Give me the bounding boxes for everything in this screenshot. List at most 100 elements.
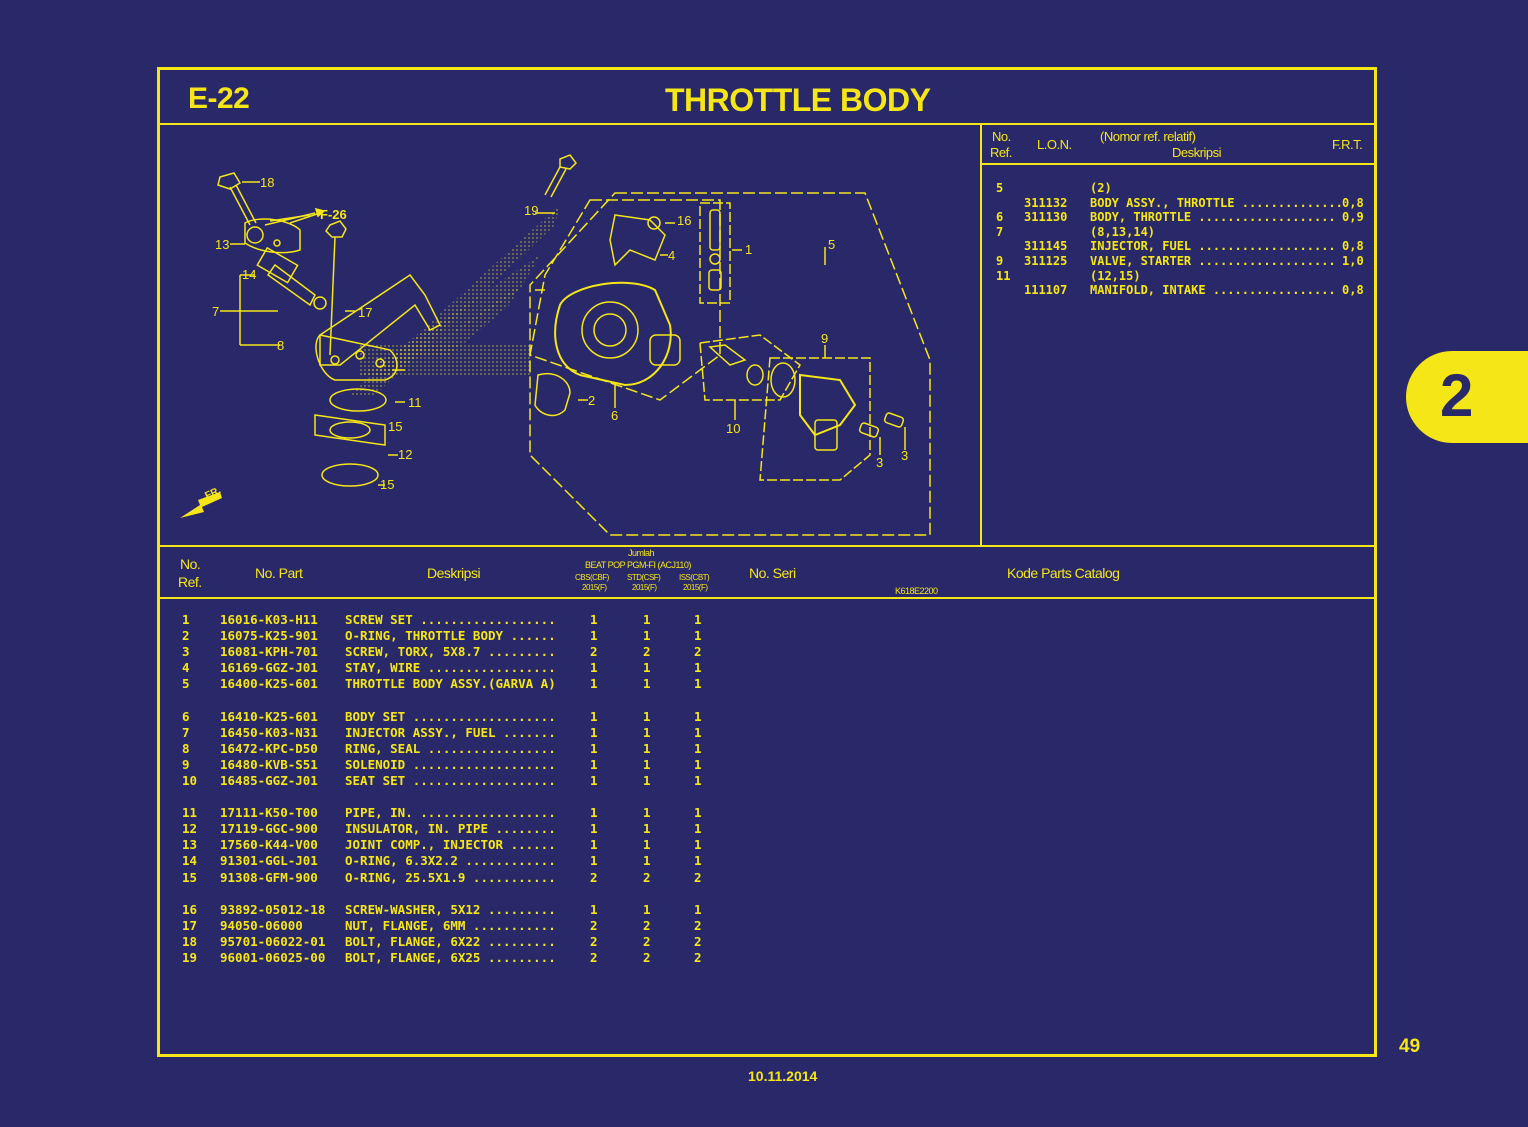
qty-cbs: 2 — [590, 933, 598, 949]
header-qty-col-2: STD(CSF) — [627, 573, 661, 582]
frt-desc: BODY, THROTTLE ................... — [1090, 210, 1336, 225]
frt-row: 7(8,13,14) — [982, 225, 1374, 240]
section-tab-number: 2 — [1440, 362, 1474, 429]
page-title: THROTTLE BODY — [665, 82, 931, 118]
frt-desc: (12,15) — [1090, 268, 1141, 283]
header-divider — [160, 597, 1374, 599]
qty-iss: 1 — [694, 901, 702, 917]
frt-header-lon: L.O.N. — [1037, 137, 1072, 152]
header-qty-year-3: 2015(F) — [683, 583, 708, 592]
part-description: BOLT, FLANGE, 6X25 ......... — [345, 949, 556, 965]
part-number: 94050-06000 — [220, 917, 303, 933]
part-number: 91301-GGL-J01 — [220, 853, 318, 869]
qty-iss: 2 — [694, 917, 702, 933]
qty-std: 1 — [643, 772, 651, 788]
part-description: RING, SEAL ................. — [345, 740, 556, 756]
part-number: 16081-KPH-701 — [220, 644, 318, 660]
qty-cbs: 1 — [590, 628, 598, 644]
part-number: 16485-GGZ-J01 — [220, 772, 318, 788]
qty-iss: 1 — [694, 708, 702, 724]
frt-lon: 311130 — [1024, 210, 1068, 225]
qty-iss: 1 — [694, 628, 702, 644]
callout-18: 18 — [260, 175, 275, 190]
frt-value: 1,0 — [1342, 253, 1364, 268]
header-description: Deskripsi — [427, 565, 481, 581]
throttle-body-diagram-icon — [180, 154, 931, 536]
part-description: O-RING, THROTTLE BODY ...... — [345, 628, 556, 644]
callout-19: 19 — [524, 203, 539, 218]
ref-number: 10 — [182, 772, 198, 788]
qty-iss: 2 — [694, 949, 702, 965]
header-qty-year-1: 2015(F) — [582, 583, 607, 592]
qty-cbs: 1 — [590, 612, 598, 627]
qty-std: 2 — [643, 949, 651, 965]
diagram-image-code: K618E2200 — [895, 586, 938, 596]
header-part-no: No. Part — [255, 565, 303, 581]
ref-number: 2 — [182, 628, 190, 644]
group-spacer — [160, 886, 1374, 902]
callout-3: 3 — [876, 455, 884, 470]
qty-cbs: 1 — [590, 724, 598, 740]
callout-12: 12 — [398, 447, 413, 462]
qty-cbs: 1 — [590, 660, 598, 676]
qty-std: 2 — [643, 644, 651, 660]
qty-iss: 1 — [694, 805, 702, 821]
frt-desc: (2) — [1090, 181, 1112, 195]
header-qty-col-1: CBS(CBF) — [575, 573, 609, 582]
qty-std: 1 — [643, 821, 651, 837]
group-spacer — [160, 789, 1374, 805]
header-no: No. — [180, 556, 201, 572]
callout-2: 2 — [588, 393, 596, 408]
qty-cbs: 1 — [590, 756, 598, 772]
part-description: O-RING, 6.3X2.2 ............ — [345, 853, 556, 869]
ref-number: 15 — [182, 869, 198, 885]
part-description: INSULATOR, IN. PIPE ........ — [345, 821, 556, 837]
part-number: 96001-06025-00 — [220, 949, 326, 965]
group-spacer — [160, 692, 1374, 708]
ref-number: 11 — [182, 805, 198, 821]
vertical-divider — [980, 125, 982, 545]
frt-lon: 311145 — [1024, 239, 1068, 254]
ref-number: 9 — [182, 756, 190, 772]
qty-iss: 2 — [694, 644, 702, 660]
part-description: SCREW-WASHER, 5X12 ......... — [345, 901, 556, 917]
qty-iss: 1 — [694, 772, 702, 788]
ref-number: 1 — [182, 612, 190, 627]
section-tab[interactable]: 2 — [1406, 351, 1528, 443]
ref-number: 4 — [182, 660, 190, 676]
part-description: SEAT SET ................... — [345, 772, 556, 788]
part-description: STAY, WIRE ................. — [345, 660, 556, 676]
section-code: E-22 — [188, 82, 250, 115]
qty-std: 1 — [643, 901, 651, 917]
frt-ref: 11 — [996, 268, 1011, 283]
part-description: SOLENOID ................... — [345, 756, 556, 772]
ref-number: 12 — [182, 821, 198, 837]
frt-ref: 9 — [996, 253, 1004, 268]
ref-number: 13 — [182, 837, 198, 853]
qty-cbs: 2 — [590, 869, 598, 885]
qty-cbs: 1 — [590, 901, 598, 917]
frt-header-desc-sub: (Nomor ref. relatif) — [1100, 129, 1196, 144]
qty-iss: 2 — [694, 933, 702, 949]
ref-number: 16 — [182, 901, 198, 917]
frt-table: No. Ref. L.O.N. (Nomor ref. relatif) Des… — [982, 125, 1374, 545]
part-number: 16075-K25-901 — [220, 628, 318, 644]
part-number: 16480-KVB-S51 — [220, 756, 318, 772]
callout-14: 14 — [242, 267, 257, 282]
parts-row: 9 16480-KVB-S51 SOLENOID .................… — [160, 757, 1374, 773]
part-number: 16400-K25-601 — [220, 676, 318, 692]
print-date: 10.11.2014 — [748, 1068, 818, 1084]
qty-std: 1 — [643, 853, 651, 869]
callout-5: 5 — [828, 237, 836, 252]
